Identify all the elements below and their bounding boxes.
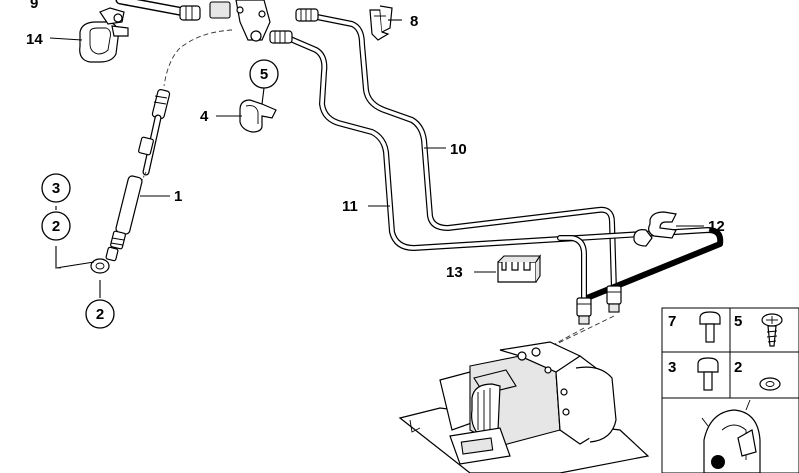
brake-pipe-11-end bbox=[557, 235, 587, 303]
legend-number-7: 7 bbox=[668, 313, 676, 330]
leader-lines bbox=[49, 19, 704, 298]
legend-bolt-7 bbox=[699, 311, 721, 343]
legend-screw-5 bbox=[761, 313, 783, 347]
pipe-fitting-bottom-10 bbox=[606, 285, 622, 313]
connection-line-hose bbox=[163, 29, 233, 87]
fastener-legend-panel bbox=[661, 307, 799, 473]
pipe-clip-8 bbox=[369, 5, 393, 41]
callout-12: 12 bbox=[708, 218, 725, 235]
brake-hose-1 bbox=[105, 89, 171, 262]
pipe-clip-12 bbox=[633, 211, 677, 247]
callout-4: 4 bbox=[200, 108, 209, 125]
master-cylinder-bracket bbox=[209, 0, 271, 42]
callout-circle-2-left-lower bbox=[85, 299, 115, 329]
pipe-holder-13 bbox=[497, 254, 542, 283]
callout-3-left: 3 bbox=[52, 180, 60, 197]
brake-hose-9 bbox=[115, 0, 201, 21]
pipe-fitting-bottom-11 bbox=[576, 297, 592, 325]
callout-2-left-lower: 2 bbox=[96, 306, 104, 323]
pipe-clip-4 bbox=[239, 99, 277, 133]
legend-number-5: 5 bbox=[734, 313, 742, 330]
abs-hydraulic-unit bbox=[398, 341, 650, 473]
brake-pipe-10 bbox=[309, 13, 617, 293]
pipe-fitting-top-10 bbox=[295, 8, 319, 22]
callout-5-top: 5 bbox=[260, 66, 268, 83]
brake-pipe-11 bbox=[285, 35, 724, 303]
callout-9: 9 bbox=[30, 0, 38, 12]
legend-bolt-3 bbox=[697, 357, 719, 391]
legend-number-3: 3 bbox=[668, 359, 676, 376]
legend-clip-bottom bbox=[701, 399, 761, 473]
callout-14: 14 bbox=[26, 31, 43, 48]
pipe-fitting-top-11 bbox=[269, 30, 293, 44]
callout-2-left-upper: 2 bbox=[52, 218, 60, 235]
callout-13: 13 bbox=[446, 264, 463, 281]
hose-clamp-14 bbox=[79, 7, 129, 63]
legend-marker-dot bbox=[711, 455, 725, 469]
legend-washer-2 bbox=[759, 377, 781, 391]
callout-1: 1 bbox=[174, 188, 182, 205]
callout-circle-5-top bbox=[249, 59, 279, 89]
callout-circle-3-left bbox=[41, 173, 71, 203]
banjo-washer bbox=[90, 258, 110, 274]
callout-11: 11 bbox=[342, 198, 358, 215]
callout-8: 8 bbox=[410, 13, 418, 30]
callout-10: 10 bbox=[450, 141, 467, 158]
legend-number-2: 2 bbox=[734, 359, 742, 376]
callout-circle-2-left-upper bbox=[41, 211, 71, 241]
